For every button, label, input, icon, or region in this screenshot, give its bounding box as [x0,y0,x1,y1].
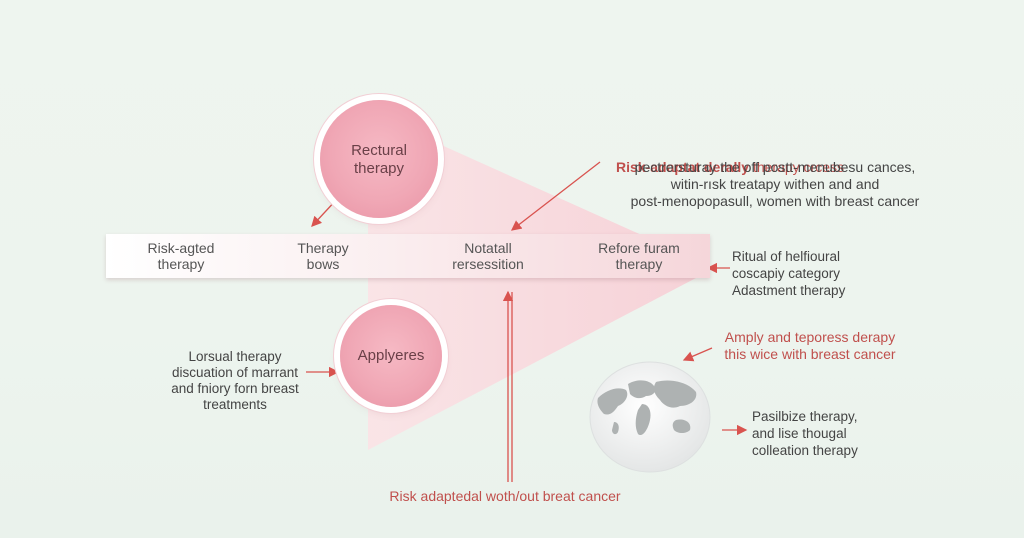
world-globe-icon [589,361,711,473]
band-cell-1: Risk-agted therapy [147,240,215,272]
main-title-line: Risk-adaptat derally therapy crcess [616,143,916,175]
globe-annotation: Pasilbize therapy, and lise thougal coll… [752,409,858,458]
stage-band [106,234,710,278]
main-annotation: pectrersturay the off postt-menubesu can… [630,159,920,209]
bottom-annotation: Risk adaptedal woth/out breat cancer [389,488,621,504]
band-cell-4: Refore furam therapy [598,240,680,272]
arrow-main-title [510,161,601,231]
main-title-bold: Risk-adaptat derally [616,159,750,175]
left-bottom-annotation: Lorsual therapy discuation of marrant an… [171,349,299,412]
triangle-shape [368,112,715,450]
band-cell-3: Notatall rersessition [452,240,524,272]
arrow-top-circle [311,197,339,227]
band-cell-2: Therapy bows [297,240,349,272]
node-top-circle [320,100,438,218]
node-top-label: Rectural therapy [351,142,407,177]
node-bottom-label: Applyeres [357,347,425,364]
arrow-right-red [682,347,713,362]
node-bottom-circle [340,305,442,407]
right-red-annotation: Amply and teporess derapy this wice with… [724,329,896,362]
right-mid-annotation: Ritual of helfioural coscapiy category A… [732,249,846,298]
main-title-rest: therapy crcess [749,159,844,175]
